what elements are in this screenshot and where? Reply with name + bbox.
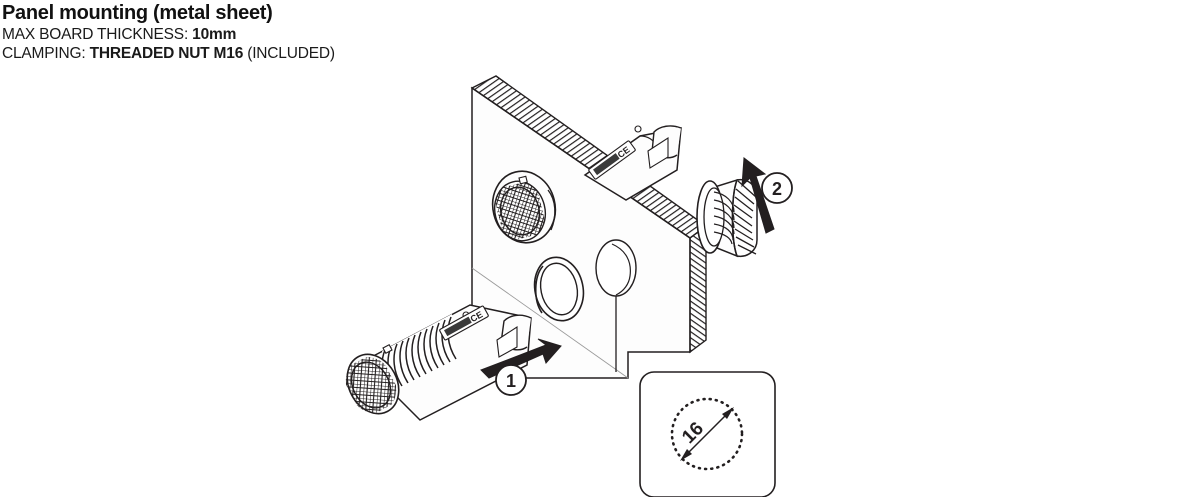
sensor-installed-front <box>491 170 557 244</box>
sensor-rear-upper: CE <box>583 125 682 201</box>
sealing-o-ring <box>533 256 585 322</box>
callout-2: 2 <box>741 157 793 234</box>
cutout-dotted-circle <box>670 397 744 471</box>
label-plate-loose: CE <box>439 305 489 341</box>
mesh-grille-front <box>492 179 548 243</box>
nut-knurling <box>733 180 757 255</box>
spec-value-clamping: THREADED NUT M16 <box>89 45 244 62</box>
diameter-dimension <box>680 407 734 461</box>
spec-label-clamping: CLAMPING: <box>2 45 86 62</box>
spec-line-thickness: MAX BOARD THICKNESS: 10mm <box>2 25 642 44</box>
spec-value-thickness: 10mm <box>192 26 237 43</box>
threaded-nut-m16 <box>696 178 758 258</box>
panel-cut-out-hole <box>595 239 637 297</box>
panel-construction-line <box>471 267 629 379</box>
callout-1: 1 <box>480 338 562 396</box>
detail-inset-box: 16 <box>639 371 776 497</box>
header-block: Panel mounting (metal sheet) MAX BOARD T… <box>2 2 642 63</box>
spec-suffix-clamping: (INCLUDED) <box>243 45 335 62</box>
callout-1-label: 1 <box>506 371 516 391</box>
spec-label-thickness: MAX BOARD THICKNESS: <box>2 26 189 43</box>
label-plate-upper: CE <box>588 140 636 180</box>
sensor-to-install: CE <box>338 304 532 421</box>
spec-line-clamping: CLAMPING: THREADED NUT M16 (INCLUDED) <box>2 44 642 63</box>
nut-internal-thread <box>713 191 735 245</box>
callout-2-label: 2 <box>772 179 782 199</box>
page-title: Panel mounting (metal sheet) <box>2 2 273 24</box>
